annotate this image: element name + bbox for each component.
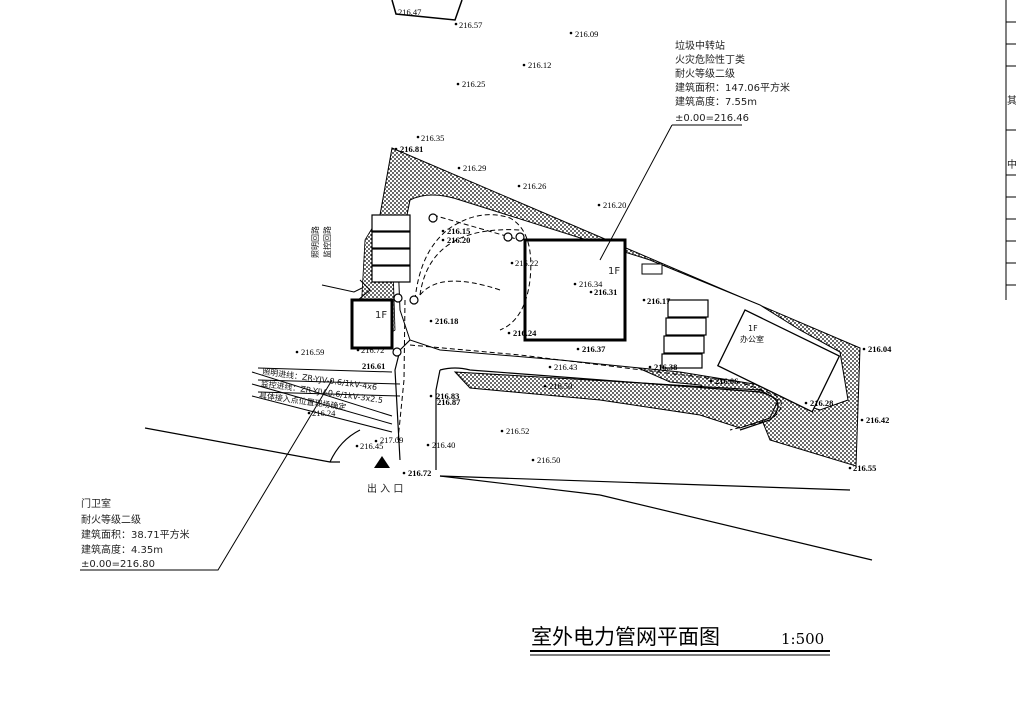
elev-216-20-a: 216.20: [603, 200, 626, 210]
elev-216-40: 216.40: [432, 440, 455, 450]
elev-216-55: 216.55: [853, 463, 876, 473]
elev-216-29: 216.29: [463, 163, 486, 173]
gs-datum: ±0.00=216.46: [675, 113, 749, 124]
elev-216-04: 216.04: [868, 344, 892, 354]
office-floor-label: 1F: [748, 324, 758, 333]
gs-area: 建筑面积：147.06平方米: [675, 81, 790, 94]
gs-name: 垃圾中转站: [675, 39, 725, 52]
circuit-label-lighting: 照明回路: [310, 226, 320, 258]
elev-216-25: 216.25: [462, 79, 485, 89]
entrance-arrow-icon: [374, 456, 390, 468]
circuit-label-monitor: 监控回路: [322, 226, 332, 258]
elev-216-35: 216.35: [421, 133, 444, 143]
drawing-scale: 1:500: [781, 630, 824, 648]
gs-height: 建筑高度：7.55m: [675, 95, 757, 108]
elev-216-83: 216.83: [436, 391, 459, 401]
elev-216-18: 216.18: [435, 316, 458, 326]
garbage-station-floor-label: 1F: [608, 266, 620, 277]
elev-216-42: 216.42: [866, 415, 889, 425]
elev-216-72-a: 216.72: [361, 345, 384, 355]
elev-216-26: 216.26: [523, 181, 546, 191]
office-building: [716, 309, 841, 413]
elev-216-81: 216.81: [400, 144, 423, 154]
elev-216-50-a: 216.50: [549, 381, 572, 391]
gr-name: 门卫室: [81, 497, 111, 510]
guard-room-floor-label: 1F: [375, 310, 387, 321]
elev-216-87: 216.87: [437, 397, 461, 407]
elev-216-17: 216.17: [647, 296, 671, 306]
elev-217-09: 217.09: [380, 435, 403, 445]
elev-216-57: 216.57: [459, 20, 482, 30]
elev-216-24-a: 216.24: [513, 328, 537, 338]
guard-room-building: [350, 298, 394, 350]
garbage-station-annex: [641, 263, 663, 275]
elev-216-12: 216.12: [528, 60, 551, 70]
elev-216-06: 216.06: [715, 376, 738, 386]
drawing-title: 室外电力管网平面图: [531, 625, 720, 649]
gr-area: 建筑面积：38.71平方米: [81, 528, 190, 541]
gr-height: 建筑高度：4.35m: [81, 543, 163, 556]
office-name-label: 办公室: [740, 334, 764, 344]
table-label-2: 中: [1007, 158, 1016, 171]
elev-216-47: 216.47: [398, 7, 421, 17]
cable-junctions: [392, 213, 525, 357]
elev-216-31: 216.31: [594, 287, 617, 297]
elev-216-09: 216.09: [575, 29, 598, 39]
garbage-station-note: 垃圾中转站 火灾危险性丁类 耐火等级二级 建筑面积：147.06平方米 建筑高度…: [675, 39, 790, 124]
elev-216-38: 216.38: [654, 362, 677, 372]
elev-216-52: 216.52: [506, 426, 529, 436]
elev-216-34: 216.34: [579, 279, 603, 289]
guard-room-note: 门卫室 耐火等级二级 建筑面积：38.71平方米 建筑高度：4.35m ±0.0…: [81, 497, 190, 570]
existing-building-outline: [391, 0, 463, 21]
parking-bays-right: [661, 299, 709, 369]
gr-fire-rating: 耐火等级二级: [81, 513, 141, 526]
elev-216-24-b: 216.24: [312, 408, 336, 418]
legend-table-fragment: [1005, 0, 1016, 300]
elev-216-28: 216.28: [810, 398, 833, 408]
elev-216-20-b: 216.20: [447, 235, 470, 245]
elevation-points: 216.47 216.57 216.09 216.12 216.25 216.3…: [295, 7, 892, 478]
road-edges: [144, 339, 873, 561]
elev-216-59: 216.59: [301, 347, 324, 357]
table-label-1: 其: [1007, 95, 1016, 107]
elev-216-37: 216.37: [582, 344, 606, 354]
elev-216-43: 216.43: [554, 362, 577, 372]
leader-lines: [80, 124, 742, 571]
gs-fire-rating: 耐火等级二级: [675, 67, 735, 80]
entrance-label: 出 入 口: [367, 482, 403, 495]
garbage-station-building: [523, 238, 627, 342]
elev-216-15: 216.15: [447, 226, 470, 236]
elev-216-72-b: 216.72: [408, 468, 431, 478]
gs-fire-class: 火灾危险性丁类: [675, 53, 745, 66]
elev-216-50-b: 216.50: [537, 455, 560, 465]
parking-bays-left: [371, 214, 411, 283]
elev-216-45: 216.45: [360, 441, 383, 451]
elev-216-61: 216.61: [362, 361, 385, 371]
elev-216-22: 216.22: [515, 258, 538, 268]
gr-datum: ±0.00=216.80: [81, 559, 155, 570]
